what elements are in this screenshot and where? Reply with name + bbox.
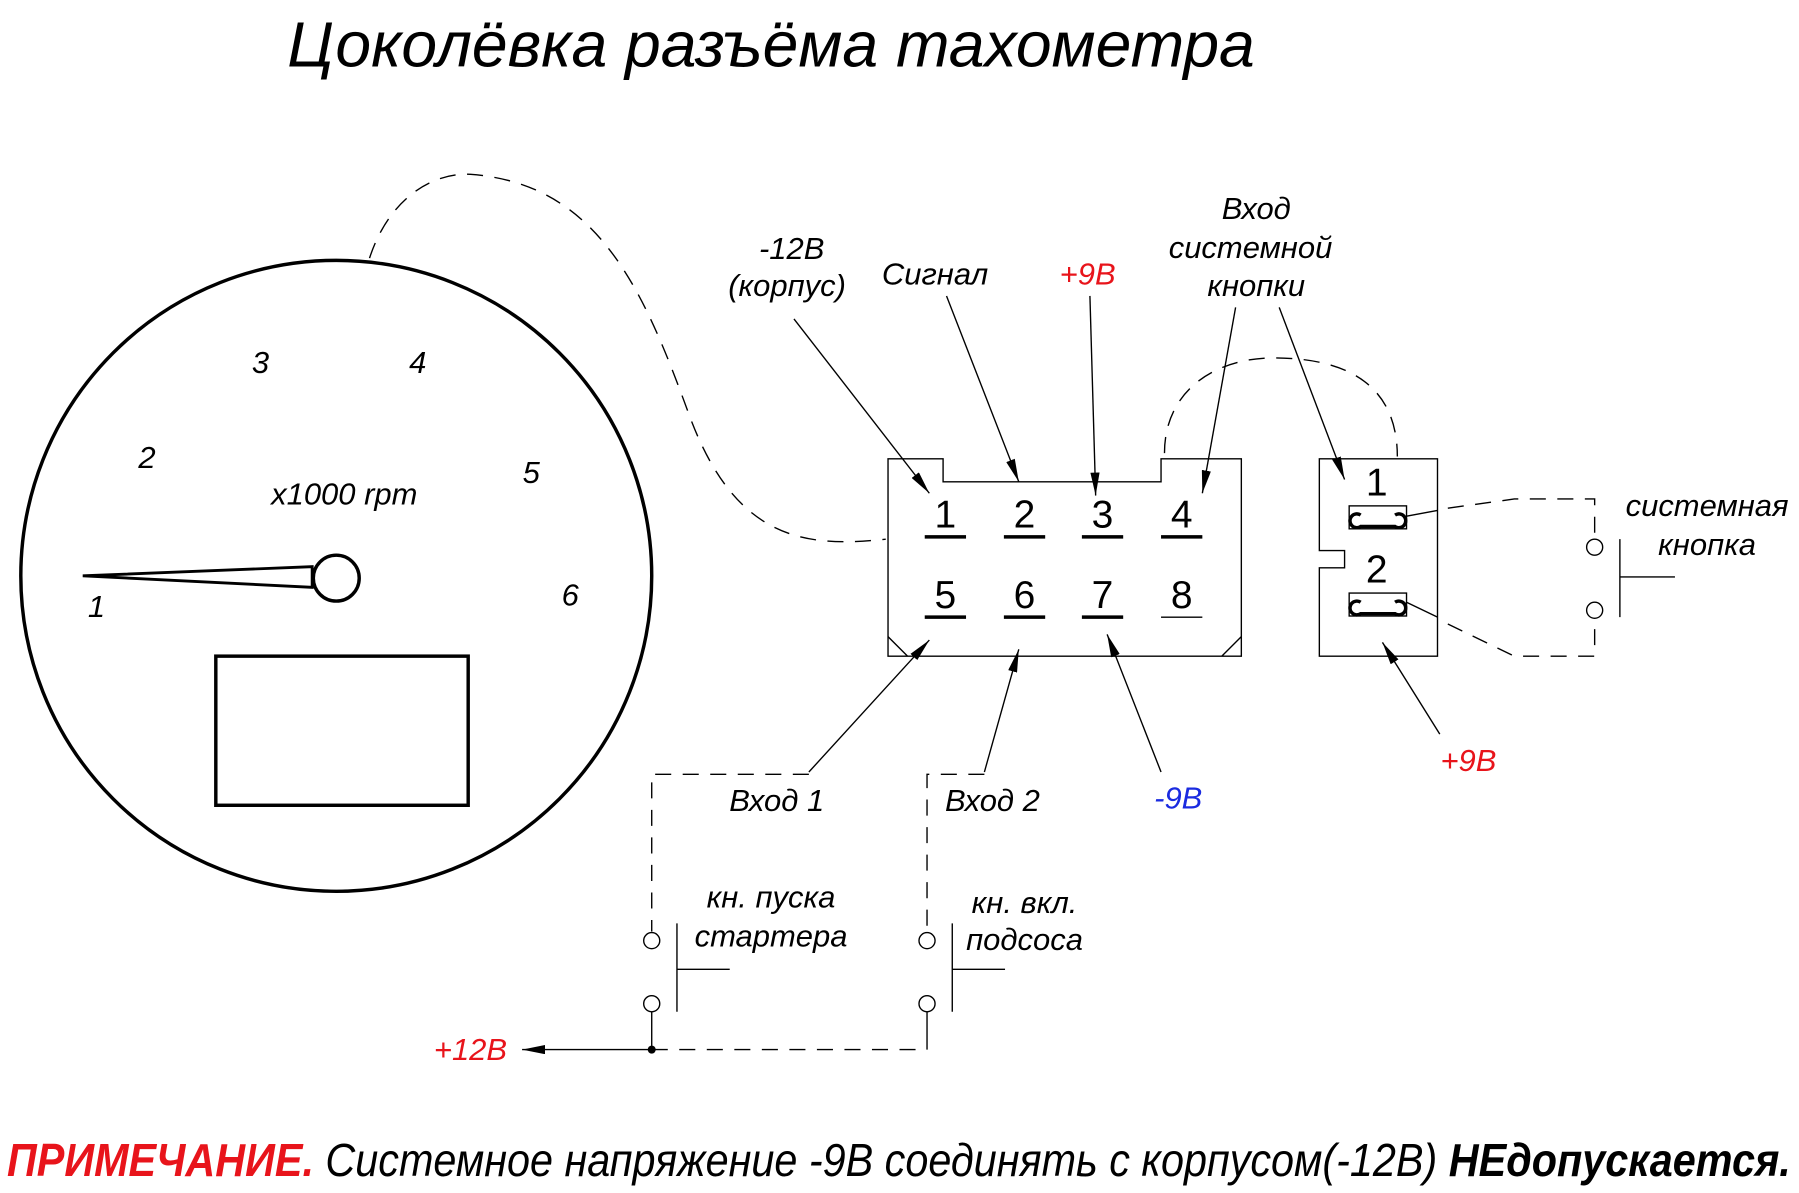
note-prefix: ПРИМЕЧАНИЕ. <box>7 1134 314 1186</box>
button-connector: 1 2 <box>1318 458 1439 657</box>
button-pin-1: 1 <box>1366 462 1388 505</box>
label-signal: Сигнал <box>882 256 988 291</box>
label-button-plus9: +9В <box>1440 743 1496 778</box>
pin-4: 4 <box>1171 494 1193 537</box>
label-sysbtn-1: Вход <box>1222 191 1291 226</box>
label-ground: (корпус) <box>728 268 846 303</box>
pin-6: 6 <box>1014 574 1036 617</box>
pin-2: 2 <box>1014 494 1036 537</box>
label-starter-1: кн. пуска <box>707 879 836 914</box>
label-plus12: +12В <box>434 1032 507 1067</box>
button-pin-2: 2 <box>1366 549 1388 592</box>
pin-1: 1 <box>935 494 957 537</box>
scale-5: 5 <box>523 455 541 490</box>
scale-2: 2 <box>137 440 155 475</box>
label-minus9: -9В <box>1154 781 1202 816</box>
page-title: Цоколёвка разъёма тахометра <box>287 9 1255 81</box>
main-connector: 1 2 3 4 5 6 7 8 <box>887 458 1243 657</box>
label-sysbtn-3: кнопки <box>1207 268 1305 303</box>
gauge-unit: x1000 rpm <box>269 477 417 512</box>
label-choke-2: подсоса <box>966 922 1083 957</box>
label-system-button-1: системная <box>1626 488 1789 523</box>
switch-bars <box>676 923 1006 1012</box>
pin-5: 5 <box>935 574 957 617</box>
scale-3: 3 <box>252 345 269 380</box>
scale-4: 4 <box>409 345 426 380</box>
scale-6: 6 <box>562 578 580 613</box>
needle-hub <box>311 553 361 603</box>
note-text: Системное напряжение -9В соединять с кор… <box>314 1134 1449 1186</box>
footer-note: ПРИМЕЧАНИЕ. Системное напряжение -9В сое… <box>7 1134 1791 1186</box>
scale-1: 1 <box>88 589 105 624</box>
label-plus9: +9В <box>1060 256 1116 291</box>
label-choke-1: кн. вкл. <box>972 885 1078 920</box>
pin-7: 7 <box>1092 574 1114 617</box>
label-starter-2: стартера <box>695 918 848 953</box>
gauge-display <box>214 654 470 807</box>
label-input1: Вход 1 <box>729 783 824 818</box>
system-button-switch <box>1585 538 1675 619</box>
pin-8: 8 <box>1171 574 1193 617</box>
label-minus12: -12В <box>759 231 824 266</box>
tachometer-gauge: 1 2 3 4 5 6 x1000 rpm <box>19 258 654 894</box>
note-emphasis: НЕдопускается. <box>1449 1134 1791 1186</box>
label-input2: Вход 2 <box>945 783 1040 818</box>
label-sysbtn-2: системной <box>1169 230 1333 265</box>
gauge-needle <box>82 565 314 589</box>
label-system-button-2: кнопка <box>1658 527 1756 562</box>
pin-3: 3 <box>1092 494 1114 537</box>
